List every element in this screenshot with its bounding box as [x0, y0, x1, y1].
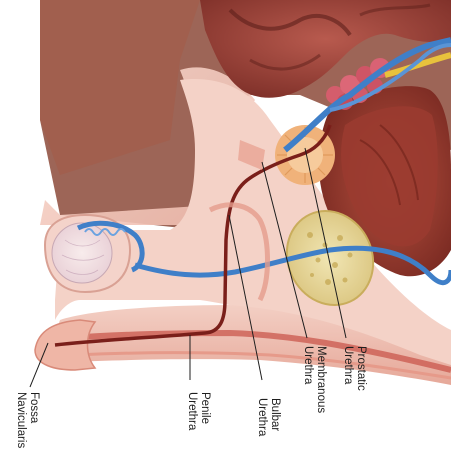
label-bulbar-urethra: Bulbar Urethra	[255, 398, 281, 436]
label-membranous-line2: Urethra	[301, 346, 314, 413]
label-penile-line1: Penile	[198, 392, 211, 430]
testis	[52, 223, 112, 283]
label-prostatic-line1: Prostatic	[354, 346, 367, 391]
label-prostatic-urethra: Prostatic Urethra	[341, 346, 367, 391]
label-penile-urethra: Penile Urethra	[185, 392, 211, 430]
label-membranous-line1: Membranous	[314, 346, 327, 413]
label-fossa-line2: Navicularis	[14, 392, 27, 448]
label-membranous-urethra: Membranous Urethra	[301, 346, 327, 413]
label-penile-line2: Urethra	[185, 392, 198, 430]
label-bulbar-line2: Urethra	[255, 398, 268, 436]
label-bulbar-line1: Bulbar	[268, 398, 281, 436]
label-fossa-line1: Fossa	[27, 392, 40, 448]
label-fossa-navicularis: Fossa Navicularis	[14, 392, 40, 448]
label-prostatic-line2: Urethra	[341, 346, 354, 391]
